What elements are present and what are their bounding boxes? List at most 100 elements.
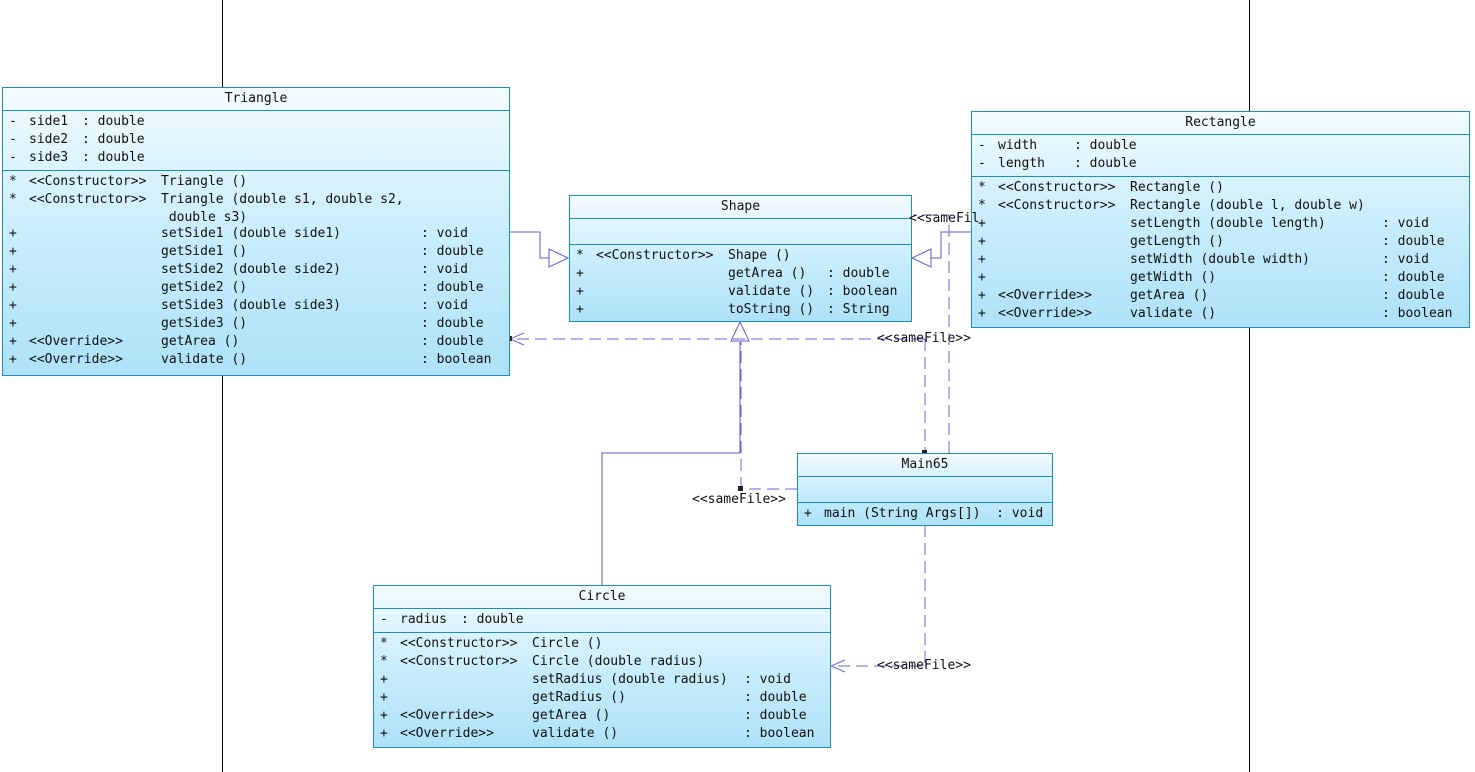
method-row[interactable]: +<<Override>>getArea (): double	[374, 707, 830, 725]
visibility-marker: +	[576, 284, 584, 299]
method-stereotype: <<Override>>	[29, 334, 123, 349]
method-signature: Rectangle (double l, double w)	[1130, 198, 1365, 213]
visibility-marker: +	[9, 316, 17, 331]
fields-section	[570, 219, 911, 245]
fields-section: -side1: double-side2: double-side3: doub…	[3, 111, 509, 171]
method-row[interactable]: +<<Override>>validate (): boolean	[374, 725, 830, 743]
method-return-type: : double	[421, 280, 484, 295]
method-return-type: : boolean	[1382, 306, 1453, 321]
shape-gen-arrow-bottom	[730, 320, 750, 342]
page-border-right	[1249, 0, 1250, 772]
method-return-type: : double	[1382, 288, 1445, 303]
field-type: : double	[82, 150, 145, 165]
method-row[interactable]: *<<Constructor>>Rectangle (double l, dou…	[972, 197, 1469, 215]
method-signature: getArea ()	[728, 266, 807, 281]
class-circle[interactable]: Circle -radius: double *<<Constructor>>C…	[373, 585, 831, 748]
method-signature: getArea ()	[1130, 288, 1209, 303]
method-row[interactable]: +main (String Args[]) : void	[798, 505, 1052, 523]
dep-arrowhead-circle	[829, 659, 846, 673]
method-row[interactable]: +setRadius (double radius): void	[374, 671, 830, 689]
method-row[interactable]: *<<Constructor>>Rectangle ()	[972, 179, 1469, 197]
dep-main-to-circle[interactable]	[831, 525, 926, 667]
method-row[interactable]: *<<Constructor>>Shape ()	[570, 247, 911, 265]
relation-label: <<sameFil	[909, 211, 980, 226]
fields-section: -radius: double	[374, 609, 830, 633]
visibility-marker: +	[380, 726, 388, 741]
relation-label: <<sameFile>>	[877, 658, 971, 673]
field-row[interactable]: -width: double	[972, 137, 1469, 155]
method-row[interactable]: +getWidth (): double	[972, 269, 1469, 287]
method-return-type: : void	[421, 226, 468, 241]
method-row[interactable]: + <<Override>> getArea () : double	[972, 287, 1469, 305]
circle-extends-shape[interactable]	[601, 342, 741, 585]
field-row[interactable]: -radius: double	[374, 611, 830, 629]
method-stereotype: <<Override>>	[998, 288, 1092, 303]
class-rectangle[interactable]: Rectangle -width: double-length: double …	[971, 111, 1470, 328]
method-return-type: : double	[421, 316, 484, 331]
class-shape[interactable]: Shape *<<Constructor>>Shape ()+getArea (…	[569, 195, 912, 322]
method-signature: getSide1 ()	[161, 244, 248, 259]
visibility-marker: -	[9, 114, 17, 129]
method-return-type: : String	[827, 302, 890, 317]
visibility-marker: +	[9, 352, 17, 367]
field-row[interactable]: -side3: double	[3, 149, 509, 167]
field-name: side1	[29, 114, 69, 129]
method-row[interactable]: +getRadius (): double	[374, 689, 830, 707]
method-return-type: : double	[1382, 270, 1445, 285]
visibility-marker: -	[380, 612, 388, 627]
visibility-marker: *	[380, 636, 388, 651]
method-signature: getArea ()	[532, 708, 611, 723]
field-type: : double	[461, 612, 524, 627]
visibility-marker: -	[9, 150, 17, 165]
method-row[interactable]: +getLength (): double	[972, 233, 1469, 251]
method-row[interactable]: *<<Constructor>>Triangle (double s1, dou…	[3, 191, 509, 225]
method-row[interactable]: +getArea (): double	[570, 265, 911, 283]
method-row[interactable]: *<<Constructor>>Circle (double radius)	[374, 653, 830, 671]
method-row[interactable]: +setLength (double length): void	[972, 215, 1469, 233]
method-return-type: : double	[1382, 234, 1445, 249]
method-stereotype: <<Override>>	[29, 352, 123, 367]
field-row[interactable]: -side2: double	[3, 131, 509, 149]
relation-label: <<sameFile>>	[692, 492, 786, 507]
anchor-point	[738, 486, 743, 491]
method-signature: setWidth (double width)	[1130, 252, 1311, 267]
method-signature: getLength ()	[1130, 234, 1224, 249]
field-row[interactable]: -side1: double	[3, 113, 509, 131]
field-name: length	[998, 156, 1045, 171]
method-row[interactable]: +toString (): String	[570, 301, 911, 319]
visibility-marker: +	[978, 288, 986, 303]
method-row[interactable]: *<<Constructor>>Circle ()	[374, 635, 830, 653]
method-return-type: : boolean	[827, 284, 898, 299]
method-row[interactable]: +<<Override>>getArea (): double	[3, 333, 509, 351]
method-stereotype: <<Constructor>>	[400, 654, 518, 669]
method-row[interactable]: +validate (): boolean	[570, 283, 911, 301]
dep-main-to-rectangle[interactable]	[913, 214, 950, 453]
method-row[interactable]: +setSide3 (double side3): void	[3, 297, 509, 315]
methods-section: *<<Constructor>>Circle ()*<<Constructor>…	[374, 633, 830, 746]
class-triangle[interactable]: Triangle -side1: double-side2: double-si…	[2, 87, 510, 376]
field-name: side2	[29, 132, 69, 147]
page-border-left	[222, 0, 223, 772]
method-row[interactable]: +<<Override>>validate (): boolean	[3, 351, 509, 369]
method-return-type: : double	[421, 334, 484, 349]
method-row[interactable]: +getSide1 (): double	[3, 243, 509, 261]
method-row[interactable]: +setSide2 (double side2): void	[3, 261, 509, 279]
method-stereotype: <<Override>>	[400, 726, 494, 741]
method-stereotype: <<Constructor>>	[998, 180, 1116, 195]
visibility-marker: +	[9, 298, 17, 313]
field-row[interactable]: -length: double	[972, 155, 1469, 173]
visibility-marker: +	[576, 302, 584, 317]
method-row[interactable]: +setWidth (double width): void	[972, 251, 1469, 269]
visibility-marker: *	[978, 180, 986, 195]
method-return-type: : boolean	[744, 726, 815, 741]
class-main65[interactable]: Main65 +main (String Args[]) : void	[797, 453, 1053, 526]
method-signature: getArea ()	[161, 334, 240, 349]
method-row[interactable]: +setSide1 (double side1): void	[3, 225, 509, 243]
method-row[interactable]: *<<Constructor>>Triangle ()	[3, 173, 509, 191]
method-signature: setSide2 (double side2)	[161, 262, 342, 277]
method-row[interactable]: +getSide2 (): double	[3, 279, 509, 297]
visibility-marker: -	[978, 156, 986, 171]
method-row[interactable]: +<<Override>>validate (): boolean	[972, 305, 1469, 323]
method-row[interactable]: +getSide3 (): double	[3, 315, 509, 333]
